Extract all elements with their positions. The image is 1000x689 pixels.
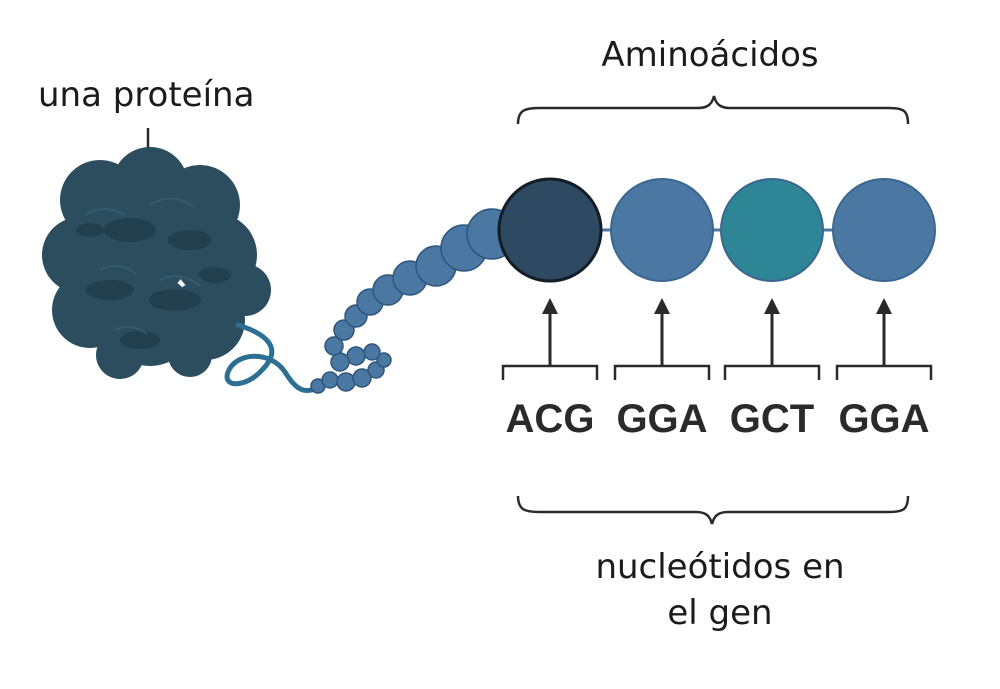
amino-acid-chain: [310, 208, 518, 394]
amino-acids-brace: [516, 95, 910, 125]
folded-protein-icon: [42, 147, 271, 379]
amino-acid-circle-1: [497, 177, 603, 283]
codon-bracket: [835, 364, 933, 380]
nucleotides-label-line2: el gen: [667, 593, 772, 633]
up-arrow-icon: [876, 298, 892, 314]
codons-group: ACG GGA GCT GGA: [501, 298, 933, 441]
codon-group-1: ACG: [501, 298, 599, 441]
codon-group-2: GGA: [613, 298, 711, 441]
amino-acid-circle-3: [720, 178, 824, 282]
nucleotides-brace: [516, 495, 910, 525]
chain-bead: [336, 372, 356, 392]
codon-label: GCT: [730, 397, 814, 441]
amino-acid-strand: [224, 322, 321, 394]
codon-label: ACG: [506, 397, 595, 441]
codon-group-4: GGA: [835, 298, 933, 441]
codon-bracket: [613, 364, 711, 380]
amino-acids-label: Aminoácidos: [601, 35, 818, 75]
up-arrow-icon: [542, 298, 558, 314]
up-arrow-icon: [764, 298, 780, 314]
codon-bracket: [723, 364, 821, 380]
amino-acid-circle-4: [832, 178, 936, 282]
amino-acids-group: [497, 177, 936, 283]
codon-bracket: [501, 364, 599, 380]
nucleotides-label-line1: nucleótidos en: [595, 547, 844, 587]
chain-bead: [321, 371, 339, 389]
protein-label: una proteína: [38, 75, 254, 115]
chain-bead: [376, 352, 392, 368]
up-arrow-icon: [654, 298, 670, 314]
codon-label: GGA: [838, 397, 929, 441]
amino-acid-circle-2: [610, 178, 714, 282]
chain-bead: [324, 336, 344, 356]
codon-label: GGA: [616, 397, 707, 441]
chain-bead: [363, 343, 381, 361]
codon-group-3: GCT: [723, 298, 821, 441]
chain-bead: [352, 368, 372, 388]
